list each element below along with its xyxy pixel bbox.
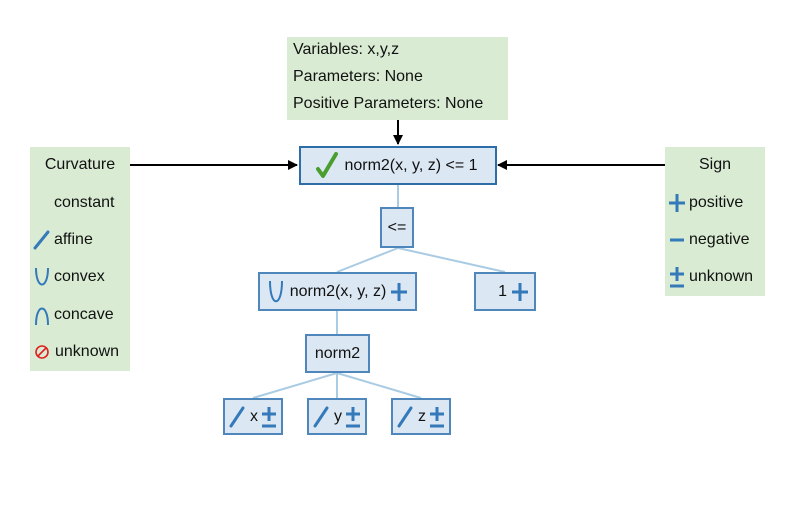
norm2-expression-label: norm2(x, y, z) (289, 282, 387, 300)
legend-constant-label: constant (54, 194, 115, 211)
operator-node-label: <= (387, 218, 407, 236)
legend-convex-label: convex (54, 268, 105, 286)
root-node[interactable]: norm2(x, y, z) <= 1 (299, 146, 497, 185)
positive-icon (391, 282, 408, 301)
unknown-sign-icon (346, 406, 360, 427)
legend-negative: negative (668, 229, 750, 251)
unknown-sign-icon (262, 406, 276, 427)
variable-node-z[interactable]: z (391, 398, 451, 435)
convex-icon (268, 280, 283, 302)
norm2-function-node[interactable]: norm2 (305, 334, 370, 373)
variable-z-label: z (418, 407, 426, 425)
norm2-expression-node[interactable]: norm2(x, y, z) (258, 272, 417, 311)
concave-icon (35, 307, 49, 326)
edge-fn-x (252, 372, 338, 399)
constant-node-label: 1 (498, 282, 507, 300)
legend-constant: constant (54, 192, 114, 214)
legend-convex: convex (32, 266, 105, 288)
legend-unknown-sign: unknown (668, 266, 753, 288)
legend-affine: affine (32, 229, 93, 251)
legend-positive: positive (668, 192, 743, 214)
legend-negative-label: negative (689, 231, 750, 249)
variable-node-x[interactable]: x (223, 398, 283, 435)
affine-icon (313, 406, 329, 427)
norm2-function-label: norm2 (314, 344, 361, 362)
sign-legend-title: Sign (698, 156, 732, 173)
legend-positive-label: positive (689, 194, 744, 212)
root-node-label: norm2(x, y, z) <= 1 (344, 156, 478, 174)
edge-fn-z (336, 372, 422, 399)
affine-icon (229, 406, 245, 427)
curvature-legend: Curvature constant affine convex concave… (30, 147, 130, 371)
variable-y-label: y (334, 407, 342, 425)
check-icon (316, 151, 339, 178)
convex-icon (35, 267, 49, 286)
edge-op-left (336, 247, 399, 273)
variable-node-y[interactable]: y (307, 398, 367, 435)
sign-legend: Sign positive negative unknown (665, 147, 765, 296)
legend-unknown-sign-label: unknown (689, 268, 754, 286)
legend-concave: concave (32, 304, 114, 326)
legend-unknown-curvature: unknown (34, 341, 119, 363)
negative-icon (670, 238, 684, 242)
legend-unknown-curvature-label: unknown (55, 343, 120, 361)
info-panel: Variables: x,y,z Parameters: None Positi… (287, 37, 508, 120)
positive-parameters-text: Positive Parameters: None (293, 95, 484, 112)
positive-icon (669, 194, 685, 212)
parameters-text: Parameters: None (293, 68, 423, 85)
operator-node[interactable]: <= (380, 207, 414, 248)
edge-op-right (397, 247, 506, 273)
constant-node[interactable]: 1 (474, 272, 536, 311)
variables-text: Variables: x,y,z (293, 41, 400, 58)
unknown-sign-icon (430, 406, 444, 427)
legend-affine-label: affine (54, 231, 93, 249)
unknown-curvature-icon (35, 345, 49, 359)
affine-icon (33, 230, 50, 250)
curvature-legend-title: Curvature (44, 156, 116, 173)
positive-icon (512, 282, 528, 301)
variable-x-label: x (250, 407, 258, 425)
legend-concave-label: concave (54, 306, 114, 324)
affine-icon (397, 406, 413, 427)
unknown-sign-icon (670, 267, 684, 288)
